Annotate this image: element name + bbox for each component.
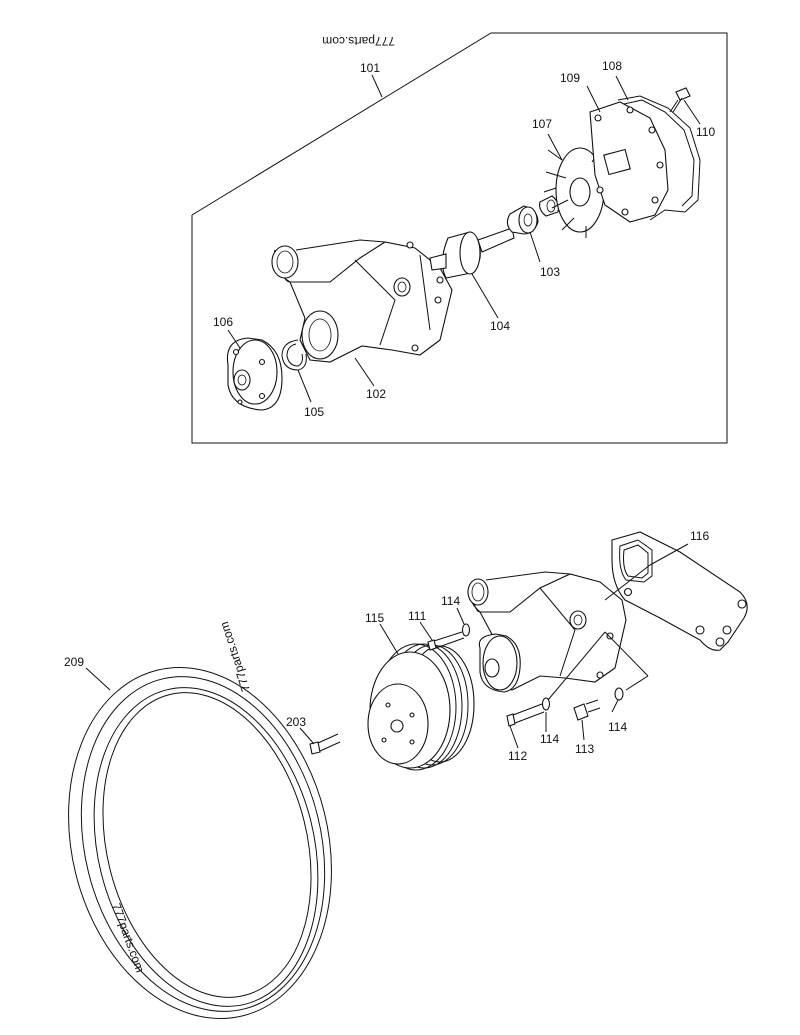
callout-107: 107 [532, 117, 552, 131]
part-108-gasket [617, 95, 701, 221]
part-114-washer-right [614, 687, 624, 701]
callout-110: 110 [696, 125, 715, 139]
part-114-washer-upper [461, 623, 471, 637]
part-110-bolt [669, 87, 691, 113]
part-103-seal [506, 195, 559, 235]
watermark-top: 777parts.com [322, 34, 395, 48]
part-209-v-belt [68, 667, 332, 1019]
upper-leader-lines [227, 74, 701, 403]
callout-209: 209 [64, 655, 84, 669]
callout-108: 108 [602, 59, 622, 73]
part-107-impeller [543, 147, 605, 238]
exploded-view-frame [191, 32, 728, 444]
callout-114-right: 114 [608, 720, 627, 734]
part-114-washer-middle [541, 697, 551, 711]
callout-106: 106 [213, 315, 233, 329]
callout-111: 111 [408, 609, 427, 623]
part-105-snap-ring [281, 339, 307, 371]
callout-102: 102 [366, 387, 386, 401]
callout-labels: 101 108 109 110 107 103 104 106 102 105 … [64, 59, 715, 763]
part-115-pulley [367, 643, 475, 771]
part-112-bolt [506, 703, 545, 727]
callout-109: 109 [560, 71, 580, 85]
part-109-back-plate [589, 101, 669, 223]
callout-104: 104 [490, 319, 510, 333]
pump-assembly-lower [467, 571, 627, 693]
part-116-gasket-plate [611, 531, 748, 651]
callout-101: 101 [360, 61, 380, 75]
callout-103: 103 [540, 265, 560, 279]
callout-114-upper: 114 [441, 594, 460, 608]
part-203-bolt [309, 733, 341, 755]
part-111-bolt [427, 631, 465, 651]
part-102-pump-body [271, 239, 453, 363]
lower-leader-lines [85, 543, 689, 749]
part-113-bolt [573, 699, 601, 721]
callout-105: 105 [304, 405, 324, 419]
watermark-middle: 777parts.com [217, 620, 253, 693]
callout-203: 203 [286, 715, 306, 729]
callout-115: 115 [365, 611, 384, 625]
callout-116: 116 [690, 529, 709, 543]
part-104-shaft-bearing [429, 227, 515, 279]
part-106-hub-flange [226, 337, 283, 411]
callout-114-middle: 114 [540, 732, 559, 746]
callout-112: 112 [508, 749, 527, 763]
callout-113: 113 [575, 742, 594, 756]
